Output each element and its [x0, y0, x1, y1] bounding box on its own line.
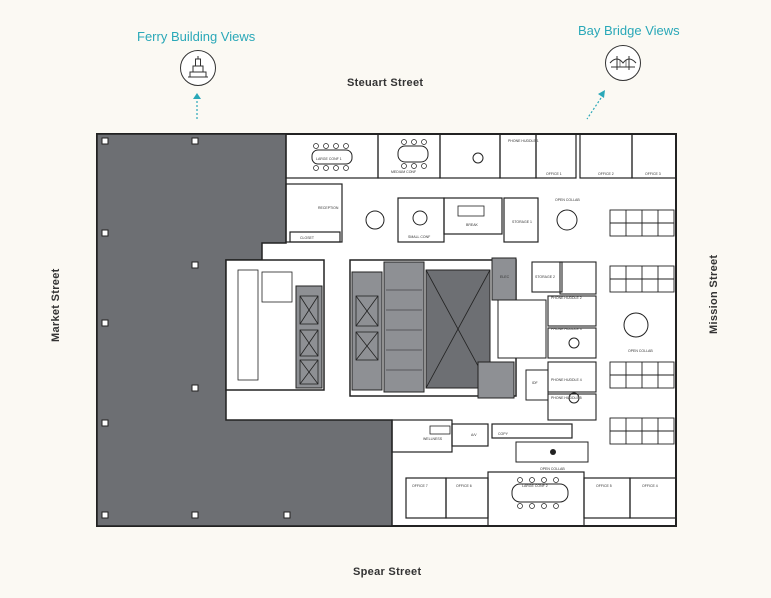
- street-label-north: Steuart Street: [347, 77, 424, 89]
- room-label-break: BREAK: [466, 223, 479, 227]
- room-label-office-6: OFFICE 6: [456, 484, 472, 488]
- room-label-idf: IDF: [532, 381, 538, 385]
- room-label-phone-huddle-5: PHONE HUDDLE 5: [551, 396, 582, 400]
- room-label-storage-2: STORAGE 2: [535, 275, 555, 279]
- room-label-large-conf-1: LARGE CONF 1: [316, 157, 342, 161]
- room-label-office-3: OFFICE 3: [645, 172, 661, 176]
- room-label-phone-huddle-4: PHONE HUDDLE 4: [551, 378, 582, 382]
- street-label-east: Mission Street: [708, 254, 720, 334]
- room-label-phone-huddle-1: PHONE HUDDLE 1: [508, 139, 539, 143]
- structural-columns: [101, 137, 291, 519]
- bay-bridge-arrow-icon: [584, 88, 608, 127]
- room-label-office-4: OFFICE 4: [642, 484, 658, 488]
- room-label-office-5: OFFICE 5: [596, 484, 612, 488]
- workstations: [609, 209, 675, 445]
- room-label-open-collab-1: OPEN COLLAB: [555, 198, 580, 202]
- room-label-elec: ELEC: [500, 275, 510, 279]
- bay-bridge-icon: [605, 45, 641, 81]
- room-label-phone-huddle-3: PHONE HUDDLE 3: [551, 327, 582, 331]
- street-label-south: Spear Street: [353, 566, 422, 578]
- room-label-wellness: WELLNESS: [423, 437, 443, 441]
- room-label-office-7: OFFICE 7: [412, 484, 428, 488]
- room-label-open-collab-3: OPEN COLLAB: [540, 467, 565, 471]
- room-label-small-conf: SMALL CONF: [408, 235, 430, 239]
- ferry-arrow-icon: [190, 92, 204, 127]
- room-label-office-2: OFFICE 2: [598, 172, 614, 176]
- street-label-west: Market Street: [50, 268, 62, 342]
- room-label-storage-1: STORAGE 1: [512, 220, 532, 224]
- ferry-building-views-label: Ferry Building Views: [137, 29, 256, 44]
- bay-bridge-views-label: Bay Bridge Views: [578, 23, 680, 38]
- room-label-copy: COPY: [498, 432, 509, 436]
- room-label-av: A/V: [471, 433, 477, 437]
- room-label-large-conf-2: LARGE CONF 2: [522, 484, 548, 488]
- room-label-office-1: OFFICE 1: [546, 172, 562, 176]
- floor-plan: LARGE CONF 1 MEDIUM CONF PHONE HUDDLE 1 …: [96, 133, 677, 527]
- room-label-phone-huddle-2: PHONE HUDDLE 2: [551, 296, 582, 300]
- room-label-reception: RECEPTION: [318, 206, 339, 210]
- ferry-building-icon: [180, 50, 216, 86]
- room-label-open-collab-2: OPEN COLLAB: [628, 349, 653, 353]
- room-label-closet: CLOSET: [300, 236, 315, 240]
- room-label-medium-conf: MEDIUM CONF: [391, 170, 416, 174]
